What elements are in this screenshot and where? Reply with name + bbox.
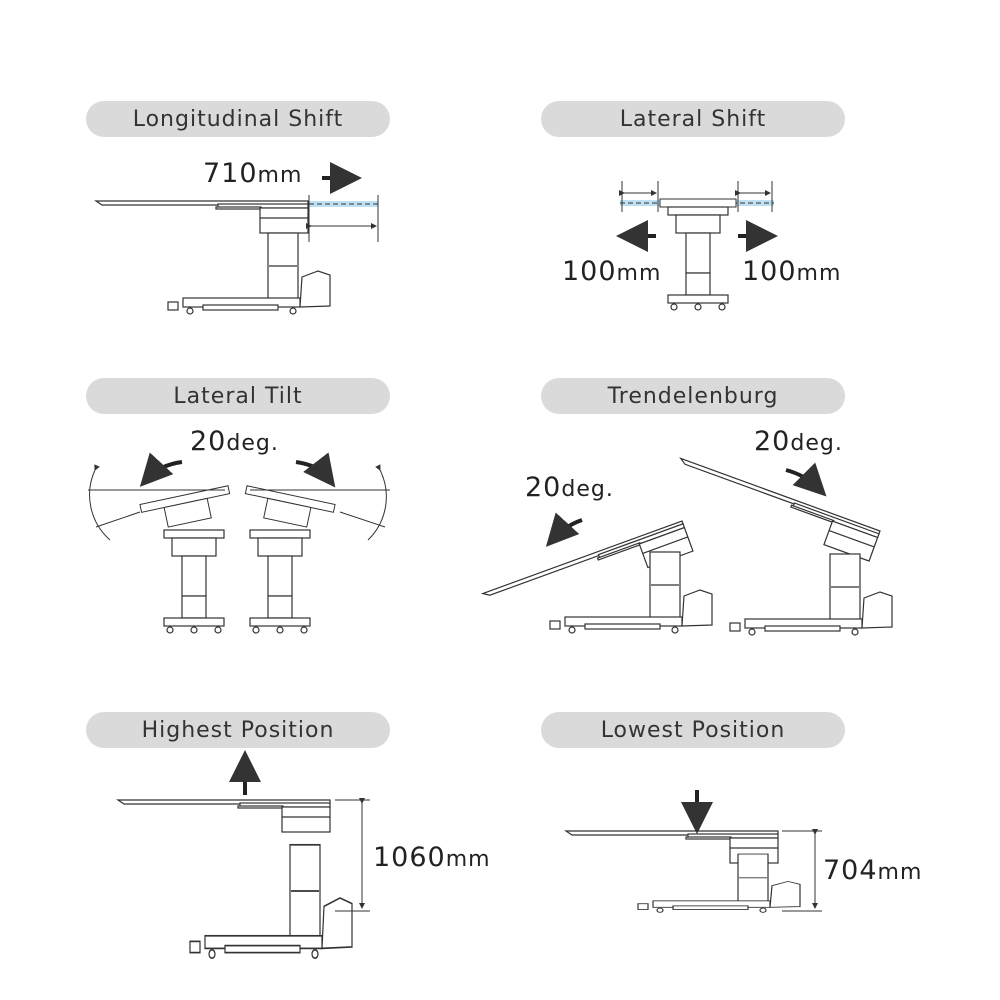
- unit: mm: [257, 163, 303, 188]
- value: 20: [190, 426, 227, 457]
- rotate-right-arrow-icon: [295, 452, 336, 488]
- unit: mm: [796, 261, 842, 286]
- panel-title-trendelenburg: Trendelenburg: [541, 378, 845, 414]
- rotate-down-left-arrow-icon: [545, 512, 583, 547]
- panel-title-highest-position: Highest Position: [86, 712, 390, 748]
- lateral-tilt-tables: [88, 452, 390, 634]
- value: 1060: [373, 842, 446, 873]
- lateral-shift-left-value: 100mm: [562, 256, 661, 287]
- value: 100: [742, 256, 797, 287]
- rotate-left-arrow-icon: [139, 452, 183, 487]
- longitudinal-shift-table: [95, 162, 379, 315]
- value: 20: [525, 472, 562, 503]
- highest-position-value: 1060mm: [373, 842, 491, 873]
- panel-title-longitudinal-shift: Longitudinal Shift: [86, 101, 390, 137]
- unit: deg.: [561, 477, 614, 502]
- rotate-down-right-arrow-icon: [785, 462, 827, 497]
- lowest-position-value: 704mm: [823, 855, 922, 886]
- value: 710: [203, 158, 258, 189]
- value: 100: [562, 256, 617, 287]
- trendelenburg-tables: [482, 457, 893, 636]
- panel-title-lateral-shift: Lateral Shift: [541, 101, 845, 137]
- lateral-tilt-value: 20deg.: [190, 426, 279, 457]
- panel-title-lowest-position: Lowest Position: [541, 712, 845, 748]
- trendelenburg-right-value: 20deg.: [754, 426, 843, 457]
- lateral-shift-table: [616, 181, 778, 311]
- value: 20: [754, 426, 791, 457]
- unit: mm: [616, 261, 662, 286]
- lateral-shift-right-value: 100mm: [742, 256, 841, 287]
- longitudinal-shift-value: 710mm: [203, 158, 302, 189]
- unit: mm: [877, 860, 923, 885]
- unit: deg.: [226, 431, 279, 456]
- trendelenburg-left-value: 20deg.: [525, 472, 614, 503]
- lowest-position-table: [565, 790, 822, 913]
- unit: deg.: [790, 431, 843, 456]
- highest-position-table: [117, 750, 370, 960]
- value: 704: [823, 855, 878, 886]
- unit: mm: [445, 847, 491, 872]
- panel-title-lateral-tilt: Lateral Tilt: [86, 378, 390, 414]
